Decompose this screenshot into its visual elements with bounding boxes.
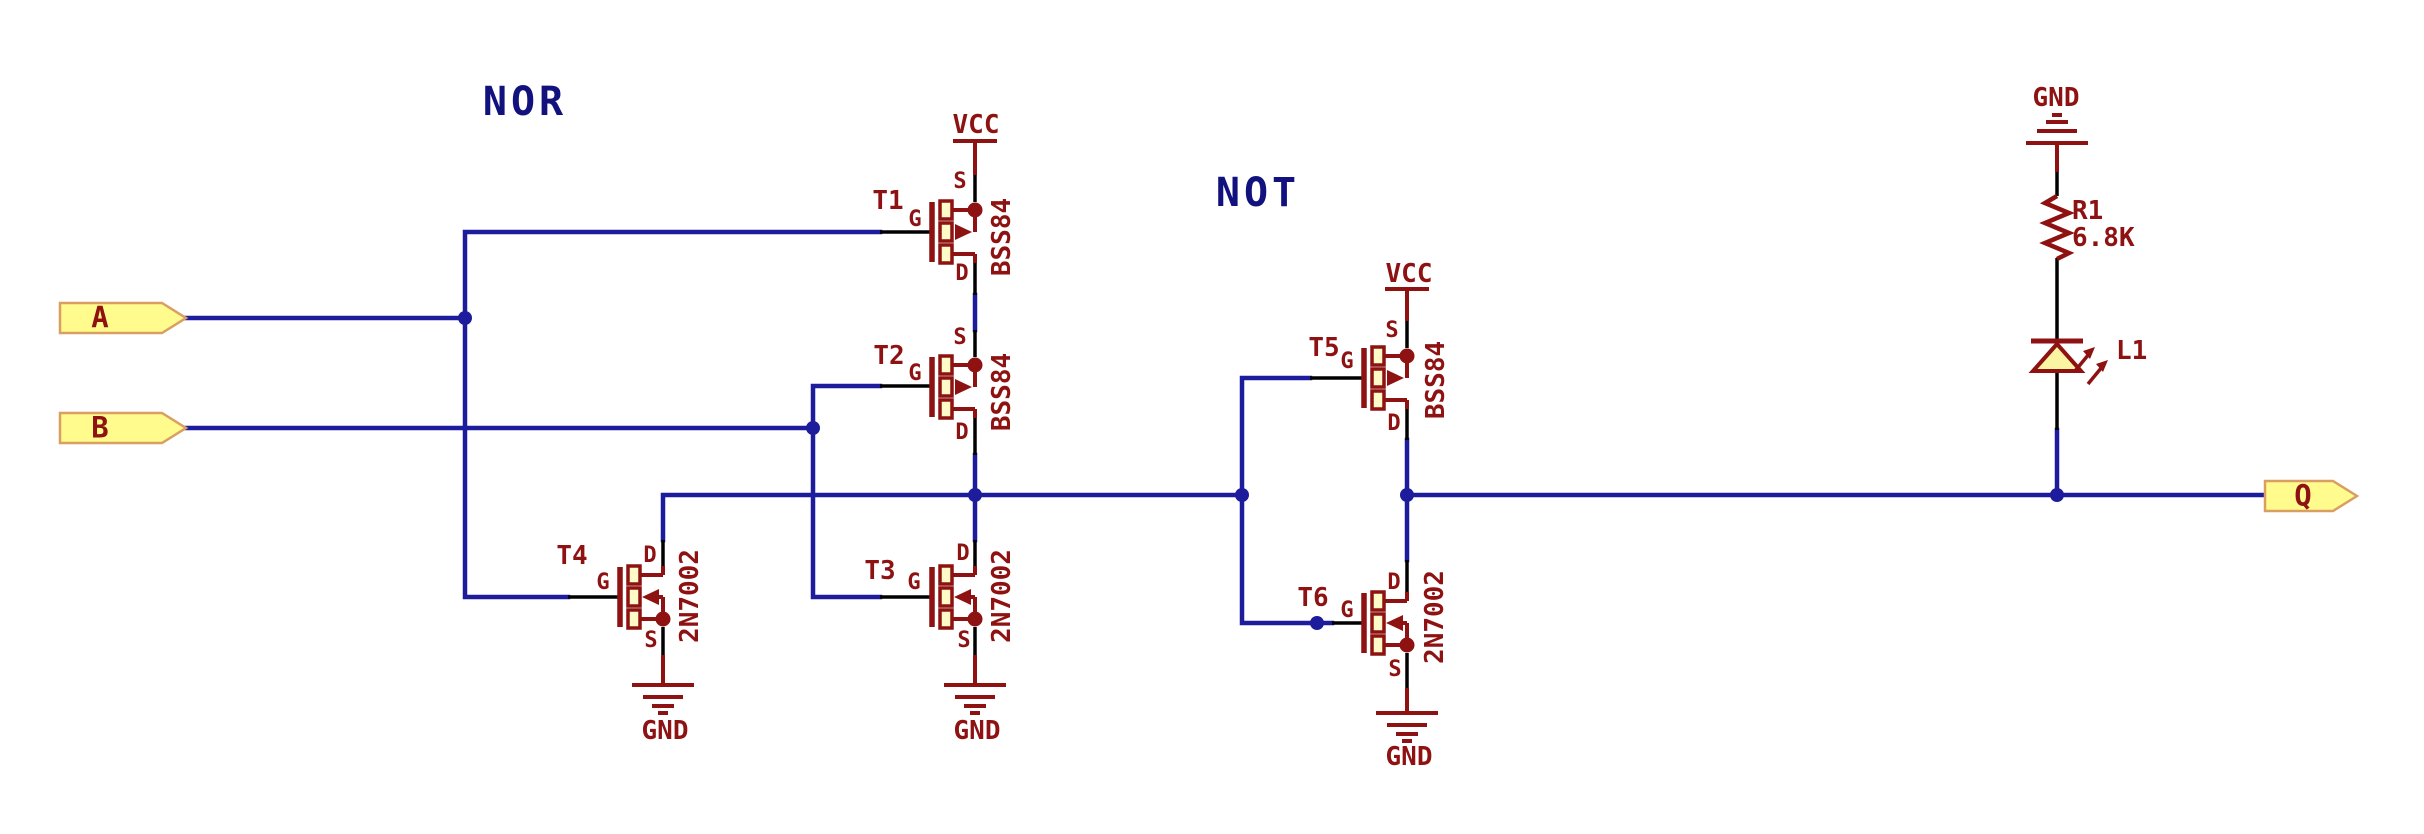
gnd-r1-label: GND [2032,83,2080,113]
output-q-label: Q [2294,478,2312,513]
resistor-symbol-r1[interactable] [2039,194,2075,262]
net-input-b-wires[interactable] [182,383,883,600]
nmos-symbol-t3[interactable] [932,566,983,628]
pmos-symbol-t5[interactable] [1364,347,1415,409]
t3-part-label[interactable]: 2N7002 [987,549,1017,643]
gnd-symbol-t3[interactable] [942,683,1008,715]
led-symbol-l1[interactable] [2028,338,2108,386]
t2-ref-label[interactable]: T2 [873,341,905,371]
gnd-t6-label: GND [1385,742,1433,772]
t4-part-label[interactable]: 2N7002 [675,549,705,643]
r1-ref-label[interactable]: R1 [2072,196,2104,226]
output-flag-q[interactable] [2263,479,2360,513]
t3-ref-label[interactable]: T3 [864,556,896,586]
section-title-nor[interactable]: NOR [482,79,568,125]
vcc-t1-label: VCC [952,110,1000,140]
t5-drain-pin-label: D [1387,411,1401,436]
net-input-a-wires[interactable] [182,229,883,600]
t2-drain-pin-label: D [955,420,969,445]
t1-ref-label[interactable]: T1 [872,186,904,216]
t5-gate-pin-label: G [1340,349,1354,374]
gnd-symbol-r1[interactable] [2024,113,2090,145]
input-a-label: A [91,300,109,335]
t4-source-pin-label: S [644,628,658,653]
junction-dots [458,311,2064,630]
pin-stubs [568,172,2059,688]
t3-drain-pin-label: D [956,541,970,566]
input-flag-b[interactable] [58,411,189,445]
t6-drain-pin-label: D [1387,570,1401,595]
net-output-q-wires[interactable] [1404,427,2268,563]
t3-source-pin-label: S [957,628,971,653]
t6-part-label[interactable]: 2N7002 [1420,570,1450,664]
gnd-t3-label: GND [953,716,1001,746]
l1-ref-label[interactable]: L1 [2116,336,2148,366]
t6-ref-label[interactable]: T6 [1297,583,1329,613]
t4-ref-label[interactable]: T4 [556,541,588,571]
vcc-t5-label: VCC [1385,259,1433,289]
power-stems [661,141,2059,713]
t1-part-label[interactable]: BSS84 [987,197,1017,277]
t1-drain-pin-label: D [955,261,969,286]
t2-source-pin-label: S [953,325,967,350]
t2-gate-pin-label: G [908,361,922,386]
nmos-symbol-t6[interactable] [1364,592,1415,654]
t6-gate-pin-label: G [1340,598,1354,623]
pmos-symbol-t2[interactable] [932,356,983,418]
t3-gate-pin-label: G [907,570,921,595]
t4-drain-pin-label: D [643,543,657,568]
t4-gate-pin-label: G [596,570,610,595]
t6-source-pin-label: S [1388,657,1402,682]
input-flag-a[interactable] [58,301,189,335]
t2-part-label[interactable]: BSS84 [987,352,1017,432]
nmos-symbol-t4[interactable] [620,566,671,628]
input-b-label: B [91,410,109,445]
t1-gate-pin-label: G [908,207,922,232]
vcc-symbol-t5[interactable] [1383,287,1431,323]
gnd-t4-label: GND [641,716,689,746]
t5-part-label[interactable]: BSS84 [1421,340,1451,420]
t5-ref-label[interactable]: T5 [1308,333,1340,363]
section-title-not[interactable]: NOT [1215,170,1301,216]
pmos-symbol-t1[interactable] [932,201,983,263]
gnd-symbol-t4[interactable] [630,683,696,715]
gnd-symbol-t6[interactable] [1374,711,1440,743]
t1-source-pin-label: S [953,169,967,194]
r1-value-label[interactable]: 6.8K [2072,223,2135,253]
t5-source-pin-label: S [1385,318,1399,343]
